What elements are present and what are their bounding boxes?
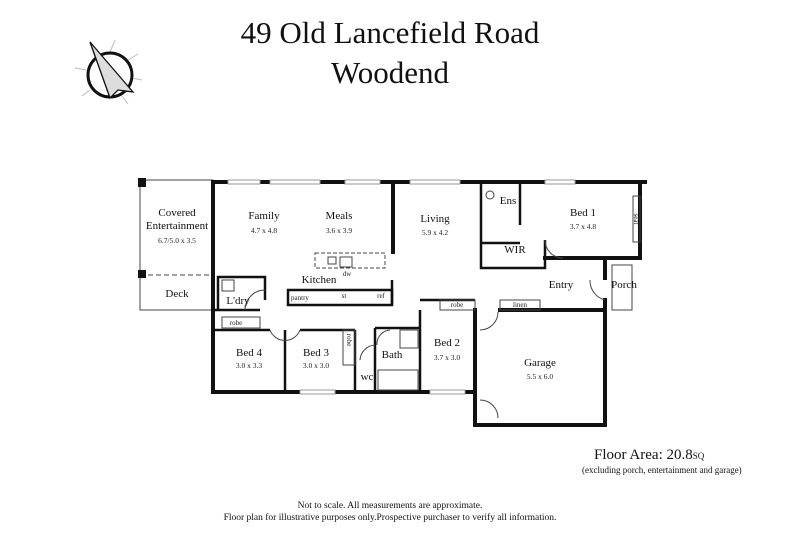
family-dims: 4.7 x 4.8 xyxy=(251,226,278,235)
wir-label: WIR xyxy=(504,244,526,256)
living-label: Living xyxy=(420,213,450,225)
bed2-label: Bed 2 xyxy=(434,337,460,349)
living-dims: 5.9 x 4.2 xyxy=(422,228,449,237)
bed3-robe-label: robe xyxy=(345,334,353,346)
dw-label: dw xyxy=(343,270,353,278)
bed3-label: Bed 3 xyxy=(303,347,329,359)
address-line2: Woodend xyxy=(330,55,450,90)
disclaimer-line1: Not to scale. All measurements are appro… xyxy=(297,501,483,511)
pantry-label: pantry xyxy=(291,294,309,302)
linen-label: linen xyxy=(513,301,527,309)
bed2-dims: 3.7 x 3.0 xyxy=(434,353,461,362)
disclaimer-line2: Floor plan for illustrative purposes onl… xyxy=(223,513,557,523)
floor-area-value: Floor Area: 20.8 xyxy=(594,447,693,463)
wc-label: wc xyxy=(361,371,374,383)
garage-dims: 5.5 x 6.0 xyxy=(527,372,554,381)
meals-dims: 3.6 x 3.9 xyxy=(326,226,353,235)
kitchen-label: Kitchen xyxy=(302,274,337,286)
laundry-label: L'dry xyxy=(226,295,250,307)
bed1-dims: 3.7 x 4.8 xyxy=(570,222,597,231)
seat-label: seat xyxy=(632,214,640,225)
meals-label: Meals xyxy=(326,210,353,222)
stove-label: st xyxy=(342,292,347,300)
floor-area: Floor Area: 20.8SQ xyxy=(594,447,704,464)
porch-label: Porch xyxy=(611,279,637,291)
entry-label: Entry xyxy=(549,279,574,291)
floor-area-note: (excluding porch, entertainment and gara… xyxy=(582,465,742,475)
covered-entertainment-label-1: Covered xyxy=(158,207,196,219)
bath-label: Bath xyxy=(382,349,403,361)
bed1-label: Bed 1 xyxy=(570,207,596,219)
bed4-label: Bed 4 xyxy=(236,347,262,359)
floor-area-unit: SQ xyxy=(692,451,705,461)
bed2-robe-label: robe xyxy=(451,301,463,309)
ref-label: ref xyxy=(377,292,385,300)
bed4-robe-label: robe xyxy=(230,319,242,327)
covered-entertainment-label-2: Entertainment xyxy=(146,220,208,232)
bed3-dims: 3.0 x 3.0 xyxy=(303,361,330,370)
ensuite-label: Ens xyxy=(500,195,517,207)
deck-label: Deck xyxy=(165,288,189,300)
family-label: Family xyxy=(248,210,280,222)
covered-entertainment-dims: 6.7/5.0 x 3.5 xyxy=(158,236,196,245)
address-line1: 49 Old Lancefield Road xyxy=(240,15,540,50)
north-arrow-icon xyxy=(74,39,143,105)
bed4-dims: 3.0 x 3.3 xyxy=(236,361,263,370)
garage-label: Garage xyxy=(524,357,556,369)
